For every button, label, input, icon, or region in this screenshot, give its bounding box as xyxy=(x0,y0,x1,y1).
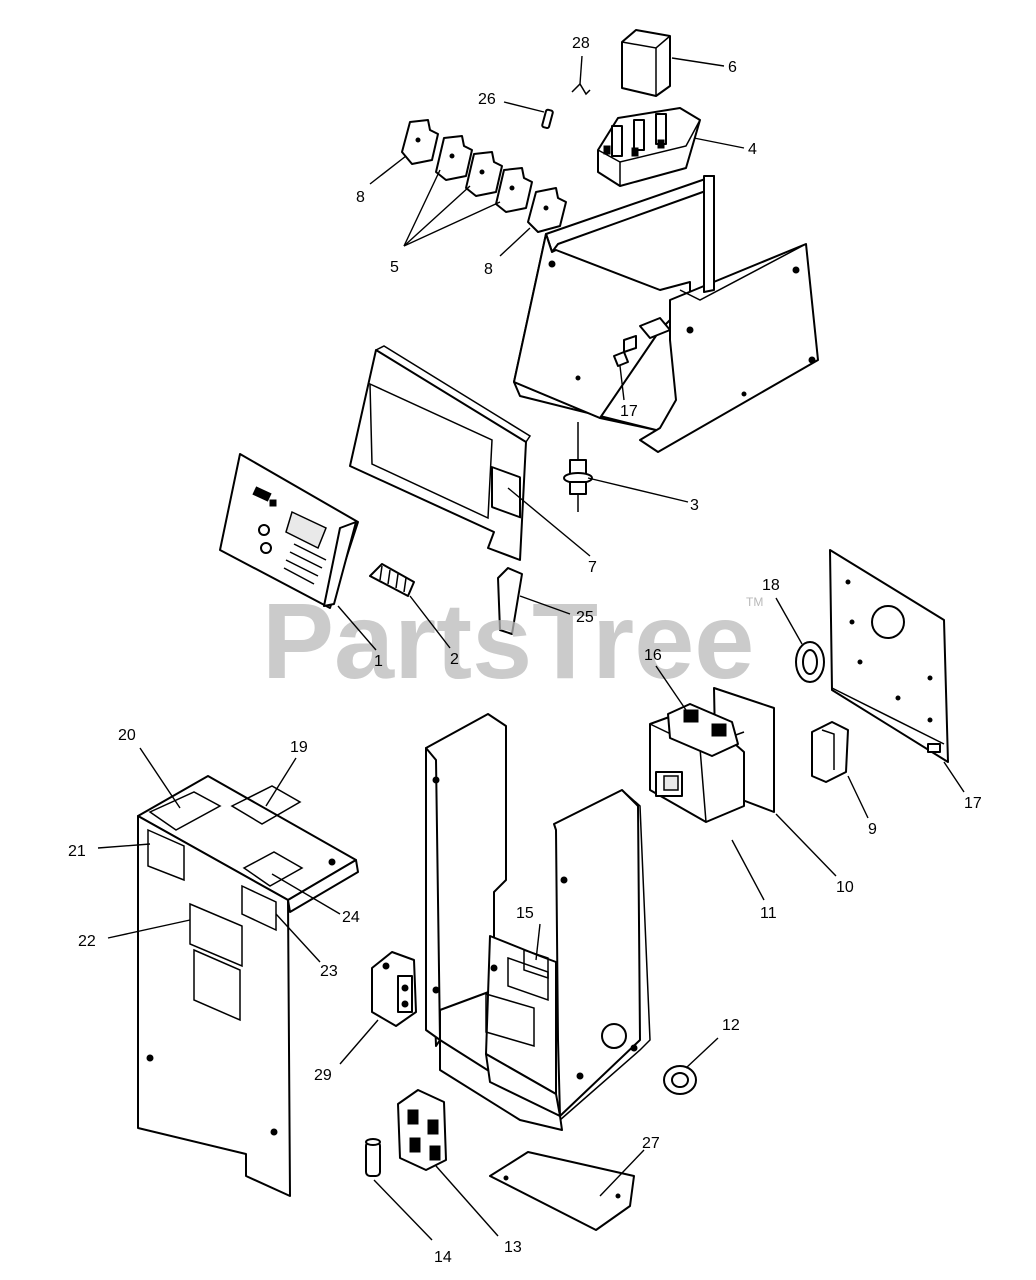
part-2-connector[interactable] xyxy=(369,563,415,597)
callout-25: 25 xyxy=(576,609,594,626)
part-27-cover[interactable] xyxy=(489,1151,635,1231)
callout-17-lower: 17 xyxy=(964,795,982,812)
part-12-grommet[interactable] xyxy=(663,1065,697,1095)
callout-2: 2 xyxy=(450,651,459,668)
part-17-mounting-plate[interactable] xyxy=(829,549,949,763)
callout-13: 13 xyxy=(504,1239,522,1256)
side-panel-cover xyxy=(137,775,359,1197)
callout-16: 16 xyxy=(644,647,662,664)
part-4-relay-socket[interactable] xyxy=(597,107,701,187)
callout-5: 5 xyxy=(390,259,399,276)
callout-12: 12 xyxy=(722,1017,740,1034)
part-13-fuse-holder[interactable] xyxy=(397,1089,447,1171)
callout-4: 4 xyxy=(748,141,757,158)
callout-6: 6 xyxy=(728,59,737,76)
callout-26: 26 xyxy=(478,91,496,108)
partstree-watermark: PartsTree TM xyxy=(262,580,763,701)
callout-labels: 28 6 26 4 8 5 8 17 3 7 25 1 2 18 16 17 9… xyxy=(68,35,982,1266)
callout-15: 15 xyxy=(516,905,534,922)
part-26-pin[interactable] xyxy=(541,108,554,130)
callout-21: 21 xyxy=(68,843,86,860)
callout-7: 7 xyxy=(588,559,597,576)
callout-19: 19 xyxy=(290,739,308,756)
part-15-label[interactable] xyxy=(523,948,549,980)
callout-1: 1 xyxy=(374,653,383,670)
watermark-text: PartsTree xyxy=(262,580,754,701)
callout-10: 10 xyxy=(836,879,854,896)
callout-29: 29 xyxy=(314,1067,332,1084)
callout-24: 24 xyxy=(342,909,360,926)
part-9-bracket[interactable] xyxy=(811,721,849,783)
part-18-grommet[interactable] xyxy=(795,641,825,683)
part-14-fuse[interactable] xyxy=(365,1138,381,1177)
callout-27: 27 xyxy=(642,1135,660,1152)
part-8-terminal-end-right[interactable] xyxy=(527,187,567,233)
callout-28: 28 xyxy=(572,35,590,52)
part-1-control-board[interactable] xyxy=(219,453,359,609)
callout-3: 3 xyxy=(690,497,699,514)
part-6-relay[interactable] xyxy=(621,29,671,97)
part-7-bezel[interactable] xyxy=(349,345,532,561)
part-29-terminal-block[interactable] xyxy=(371,951,417,1027)
callout-22: 22 xyxy=(78,933,96,950)
part-17-stud-upper[interactable] xyxy=(613,351,629,367)
part-25-strip[interactable] xyxy=(497,567,523,635)
main-enclosure xyxy=(425,713,651,1131)
leader-lines xyxy=(97,55,965,1241)
callout-14: 14 xyxy=(434,1249,452,1266)
callout-20: 20 xyxy=(118,727,136,744)
callout-8-left: 8 xyxy=(356,189,365,206)
control-bracket xyxy=(513,175,819,453)
watermark-trademark: TM xyxy=(746,595,763,609)
part-8-terminal-end-left[interactable] xyxy=(401,119,439,165)
callout-17-upper: 17 xyxy=(620,403,638,420)
callout-9: 9 xyxy=(868,821,877,838)
part-28-clip[interactable] xyxy=(571,82,591,96)
part-3-standoff[interactable] xyxy=(563,422,593,512)
callout-18: 18 xyxy=(762,577,780,594)
callout-8-right: 8 xyxy=(484,261,493,278)
part-5-terminal-blocks[interactable] xyxy=(435,135,533,213)
callout-11: 11 xyxy=(760,905,777,922)
callout-23: 23 xyxy=(320,963,338,980)
part-16-transformer-top[interactable] xyxy=(667,703,739,757)
